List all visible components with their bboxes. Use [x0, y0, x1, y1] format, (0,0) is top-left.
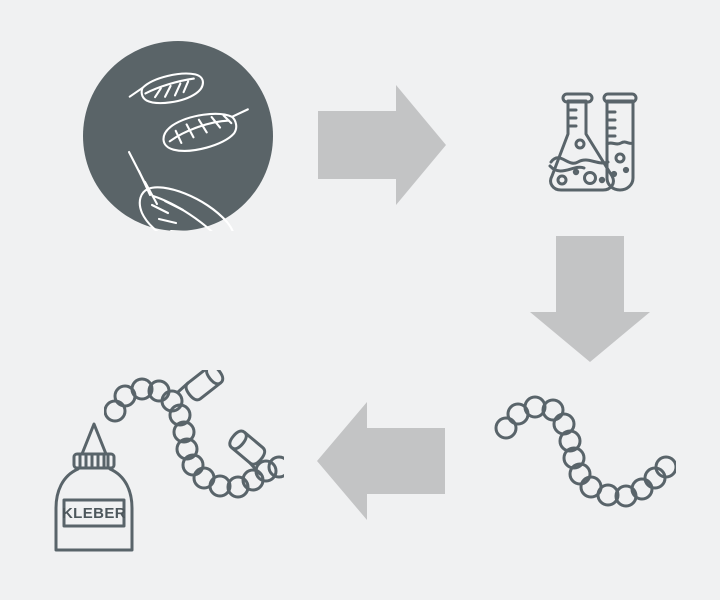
arrow-left-icon — [317, 402, 445, 520]
bead-chain-icon — [494, 395, 676, 508]
step-beads-plain — [494, 392, 676, 512]
arrow-left — [317, 402, 445, 520]
arrow-down-icon — [530, 236, 650, 362]
feather-icon — [127, 72, 249, 231]
step-beads-decorated — [104, 370, 284, 512]
glue-label-text: KLEBER — [62, 505, 126, 522]
arrow-right — [318, 85, 446, 205]
step-chemistry — [548, 88, 644, 192]
flask-icon — [548, 92, 638, 192]
step-feathers — [83, 41, 273, 231]
step-glue: KLEBER — [46, 420, 142, 556]
bead-chain-icon — [104, 370, 284, 499]
glue-bottle-icon — [54, 422, 134, 552]
arrow-right-icon — [318, 85, 446, 205]
arrow-down — [530, 236, 650, 362]
